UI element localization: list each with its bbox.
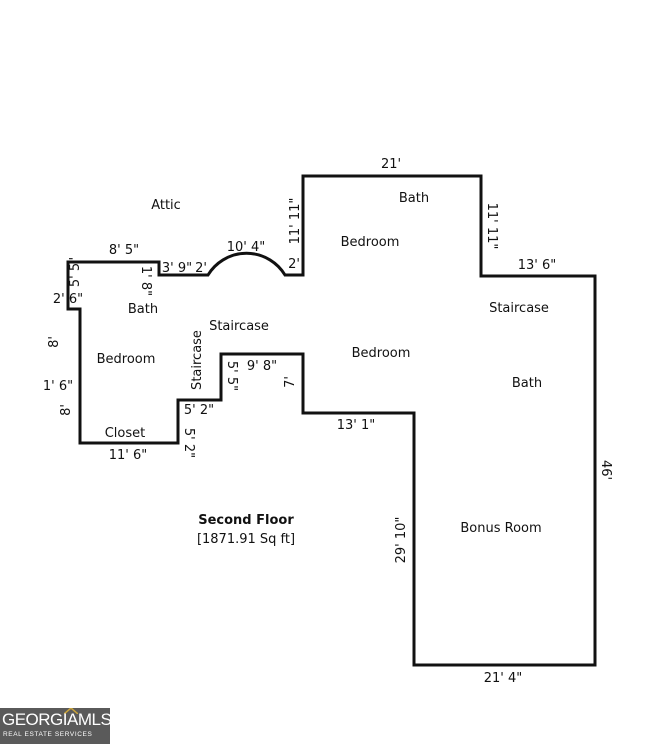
logo-tagline: REAL ESTATE SERVICES: [3, 731, 93, 738]
dim-left-8-a: 8': [47, 336, 62, 348]
dim-3-9: 3' 9": [162, 261, 192, 276]
room-label-staircase-vertical: Staircase: [190, 330, 205, 390]
dim-top-21: 21': [381, 157, 401, 172]
dim-mid-13-1: 13' 1": [337, 418, 376, 433]
dim-2-6: 2' 6": [53, 292, 83, 307]
room-label-bedroom-top: Bedroom: [341, 235, 400, 250]
room-label-bonus-room: Bonus Room: [460, 521, 541, 536]
dim-stair-5-2-a: 5' 2": [184, 403, 214, 418]
dim-stair-7: 7': [283, 376, 298, 388]
floor-area: [1871.91 Sq ft]: [197, 532, 295, 547]
room-label-bath-right: Bath: [512, 376, 542, 391]
dim-left-11-11: 11' 11": [288, 198, 303, 245]
dim-right-13-6: 13' 6": [518, 258, 557, 273]
dim-bottom-21-4: 21' 4": [484, 671, 523, 686]
dim-2-a: 2': [195, 261, 207, 276]
room-label-bedroom-center: Bedroom: [352, 346, 411, 361]
dim-bottom-11-6: 11' 6": [109, 448, 148, 463]
room-label-staircase-right: Staircase: [489, 301, 549, 316]
dim-left-5-5: 5' 5": [68, 257, 83, 287]
dim-bonus-29-10: 29' 10": [394, 517, 409, 564]
room-label-closet: Closet: [105, 426, 146, 441]
room-label-bath-left: Bath: [128, 302, 158, 317]
dim-left-1-6: 1' 6": [43, 379, 73, 394]
room-label-attic: Attic: [151, 198, 181, 213]
georgia-mls-logo: GEORGIAMLS REAL ESTATE SERVICES: [0, 708, 112, 744]
dim-stair-5-5: 5' 5": [224, 361, 239, 391]
roof-icon: [64, 708, 78, 714]
logo-name: GEORGIAMLS: [2, 710, 112, 729]
dim-arc-10-4: 10' 4": [227, 240, 266, 255]
floor-title: Second Floor: [198, 513, 294, 528]
dim-stair-9-8: 9' 8": [247, 359, 277, 374]
dim-2-b: 2': [288, 257, 300, 272]
room-label-bath-top: Bath: [399, 191, 429, 206]
dim-right-46: 46': [598, 460, 613, 480]
dim-1-8: 1' 8": [138, 266, 153, 296]
room-label-bedroom-left: Bedroom: [97, 352, 156, 367]
dim-left-8-b: 8': [59, 404, 74, 416]
dim-top-8-5: 8' 5": [109, 243, 139, 258]
dim-right-11-11: 11' 11": [484, 203, 499, 250]
room-label-staircase-center: Staircase: [209, 319, 269, 334]
dim-stair-5-2-b: 5' 2": [181, 428, 196, 458]
floor-outline: [66, 174, 597, 667]
